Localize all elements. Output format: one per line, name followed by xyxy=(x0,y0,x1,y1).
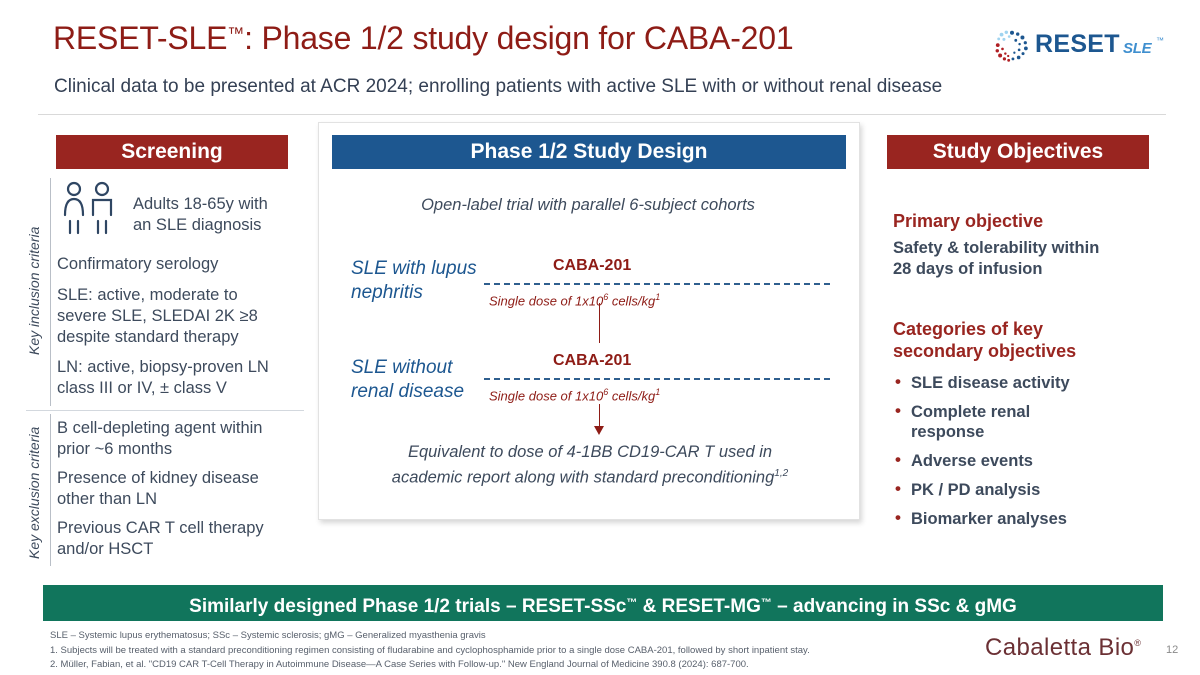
page-title: RESET-SLE™: Phase 1/2 study design for C… xyxy=(53,20,953,57)
equivalence-line-1: Equivalent to dose of 4-1BB CD19-CAR T u… xyxy=(407,443,773,461)
registered-mark-icon: ® xyxy=(1134,638,1142,648)
inclusion-item-1: Confirmatory serology xyxy=(57,255,219,273)
reset-cell-swirl-icon xyxy=(995,30,1028,62)
cohort-1-dose-exponent: 6 xyxy=(603,292,609,302)
inclusion-rule xyxy=(50,178,51,406)
cohort-2-dose-exponent: 6 xyxy=(603,387,609,397)
study-design-header: Phase 1/2 Study Design xyxy=(332,135,846,169)
page-number: 12 xyxy=(1166,644,1179,656)
cohort-1-dose: Single dose of 1x106 cells/kg1 xyxy=(489,292,660,308)
similar-trials-banner: Similarly designed Phase 1/2 trials – RE… xyxy=(43,585,1163,621)
primary-objective-title: Primary objective xyxy=(893,211,1044,231)
company-name: Cabaletta Bio xyxy=(985,634,1135,661)
cohort-2-drug: CABA-201 xyxy=(553,352,632,369)
equivalence-ref: 1,2 xyxy=(774,468,789,479)
exclusion-rule xyxy=(50,414,51,566)
inclusion-criteria-label: Key inclusion criteria xyxy=(26,226,42,356)
cohort-2-dose: Single dose of 1x106 cells/kg1 xyxy=(489,387,660,403)
footnote-abbreviations: SLE – Systemic lupus erythematosus; SSc … xyxy=(50,630,486,641)
cohort-1-dose-prefix: Single dose of 1x10 xyxy=(489,293,604,309)
banner-text-post: – advancing in SSc & gMG xyxy=(771,596,1017,617)
open-label-text: Open-label trial with parallel 6-subject… xyxy=(421,196,755,214)
equivalence-note: Equivalent to dose of 4-1BB CD19-CAR T u… xyxy=(340,441,840,489)
reset-logo-tm: ™ xyxy=(1156,36,1164,45)
list-item: Adverse events xyxy=(893,450,1163,471)
trademark-icon: ™ xyxy=(227,24,245,43)
reset-sle-logo: RESET SLE ™ xyxy=(993,26,1173,68)
cohort-1-drug: CABA-201 xyxy=(553,257,632,274)
equivalence-line-2: academic report along with standard prec… xyxy=(391,468,775,487)
cabaletta-bio-logo: Cabaletta Bio® xyxy=(985,634,1141,662)
banner-text-mid: & RESET-MG xyxy=(637,596,761,617)
study-objectives-header: Study Objectives xyxy=(887,135,1149,169)
cohort-2-dose-suffix: cells/kg xyxy=(608,388,656,404)
page-subtitle: Clinical data to be presented at ACR 202… xyxy=(54,76,943,97)
cohort-2-dose-ref: 1 xyxy=(655,387,661,397)
study-design-panel xyxy=(318,122,860,520)
criteria-divider xyxy=(26,410,304,411)
equivalence-arrow-line xyxy=(599,404,600,428)
cohort-2-dose-prefix: Single dose of 1x10 xyxy=(489,388,604,404)
cohort-1-dose-ref: 1 xyxy=(655,292,661,302)
list-item: SLE disease activity xyxy=(893,372,1163,393)
banner-text-pre: Similarly designed Phase 1/2 trials – RE… xyxy=(189,596,627,617)
page-title-main: RESET-SLE xyxy=(53,20,228,56)
cohort-connector-line xyxy=(599,303,600,343)
trademark-icon: ™ xyxy=(626,597,638,609)
secondary-objectives-list: SLE disease activity Complete renalrespo… xyxy=(893,372,1163,538)
reset-logo-sub: SLE xyxy=(1123,40,1152,57)
cohort-1-dose-suffix: cells/kg xyxy=(608,293,656,309)
two-people-icon xyxy=(63,181,113,235)
reset-logo-word: RESET xyxy=(1035,30,1120,58)
equivalence-arrow-head-icon xyxy=(594,426,604,435)
cohort-1-dashed-line xyxy=(484,283,830,285)
cohort-2-dashed-line xyxy=(484,378,830,380)
screening-header: Screening xyxy=(56,135,288,169)
list-item: Biomarker analyses xyxy=(893,508,1163,529)
header-divider xyxy=(38,114,1166,115)
list-item: PK / PD analysis xyxy=(893,479,1163,500)
footnote-1: 1. Subjects will be treated with a stand… xyxy=(50,645,810,656)
trademark-icon: ™ xyxy=(760,597,772,609)
exclusion-criteria-label: Key exclusion criteria xyxy=(26,426,42,560)
footnote-2: 2. Müller, Fabian, et al. "CD19 CAR T-Ce… xyxy=(50,659,749,670)
page-title-rest: : Phase 1/2 study design for CABA-201 xyxy=(244,20,794,56)
